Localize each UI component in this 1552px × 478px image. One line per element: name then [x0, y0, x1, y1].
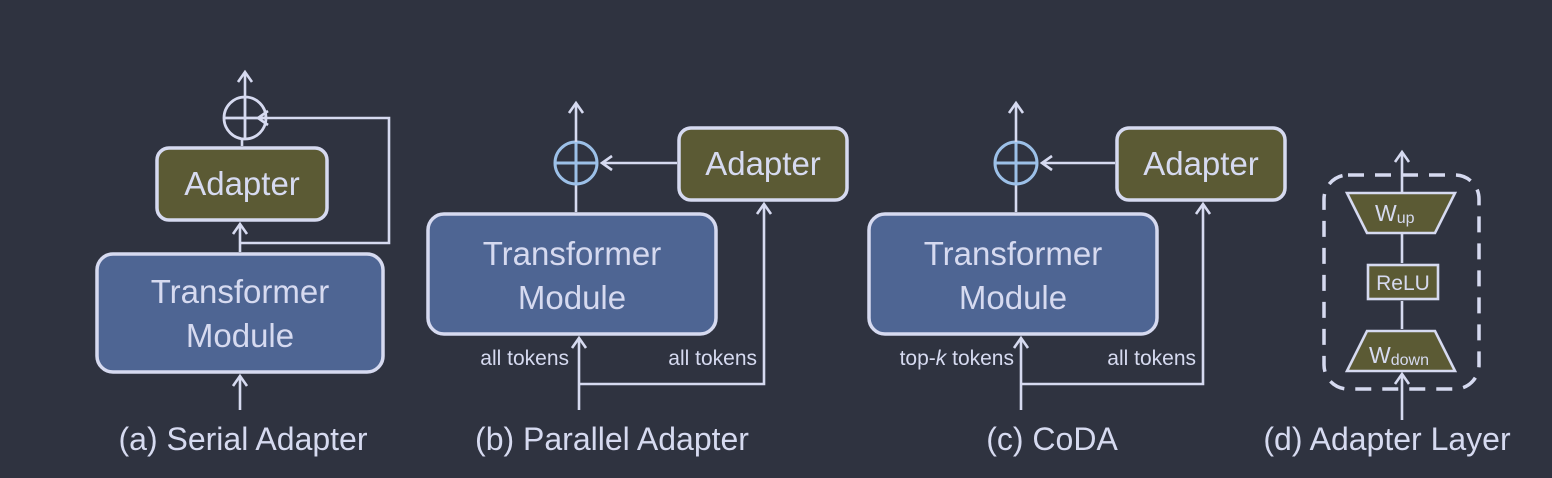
parallel-adapter-box — [677, 126, 849, 202]
adapter-layer-dashed-frame — [1322, 173, 1481, 391]
coda-add-node — [993, 140, 1039, 186]
w-up-block — [1344, 191, 1458, 235]
serial-add-node — [222, 95, 268, 141]
serial-transformer-label-1: Transformer — [151, 273, 329, 310]
relu-label: ReLU — [1376, 272, 1430, 295]
parallel-transformer-box — [426, 212, 718, 336]
serial-transformer-label-2: Module — [186, 317, 294, 354]
panel-coda: top-k tokens all tokens Transformer Modu… — [867, 100, 1287, 457]
serial-adapter-label: Adapter — [184, 165, 300, 202]
coda-adapter-label: Adapter — [1143, 145, 1259, 182]
parallel-add-node — [553, 140, 599, 186]
coda-transformer-box — [867, 212, 1159, 336]
adapter-layer-caption: (d) Adapter Layer — [1263, 421, 1511, 457]
panel-serial-adapter: Transformer Module Adapter (a) Serial Ad… — [95, 69, 391, 457]
coda-transformer-label-2: Module — [959, 279, 1067, 316]
parallel-transformer-label-1: Transformer — [483, 235, 661, 272]
serial-skip-connection — [240, 116, 391, 245]
coda-caption: (c) CoDA — [986, 421, 1118, 457]
coda-left-input-label: top-k tokens — [900, 347, 1014, 370]
serial-transformer-box — [95, 252, 385, 374]
coda-right-input-label: all tokens — [1107, 347, 1196, 370]
relu-block — [1366, 263, 1440, 301]
serial-adapter-box — [155, 146, 329, 222]
w-down-block — [1344, 329, 1458, 373]
panel-parallel-adapter: all tokens all tokens Transformer Module… — [426, 100, 849, 457]
parallel-right-input-label: all tokens — [668, 347, 757, 370]
coda-adapter-input-arrow — [1021, 204, 1205, 386]
parallel-transformer-label-2: Module — [518, 279, 626, 316]
parallel-adapter-label: Adapter — [705, 145, 821, 182]
w-down-label: Wdown — [1369, 342, 1429, 369]
serial-caption: (a) Serial Adapter — [118, 421, 367, 457]
panel-adapter-layer: Wdown ReLU Wup (d) Adapter Layer — [1263, 149, 1511, 457]
coda-transformer-label-1: Transformer — [924, 235, 1102, 272]
parallel-caption: (b) Parallel Adapter — [475, 421, 749, 457]
coda-adapter-box — [1115, 126, 1287, 202]
w-up-label: Wup — [1375, 200, 1415, 227]
parallel-left-input-label: all tokens — [480, 347, 569, 370]
parallel-adapter-input-arrow — [579, 204, 766, 386]
